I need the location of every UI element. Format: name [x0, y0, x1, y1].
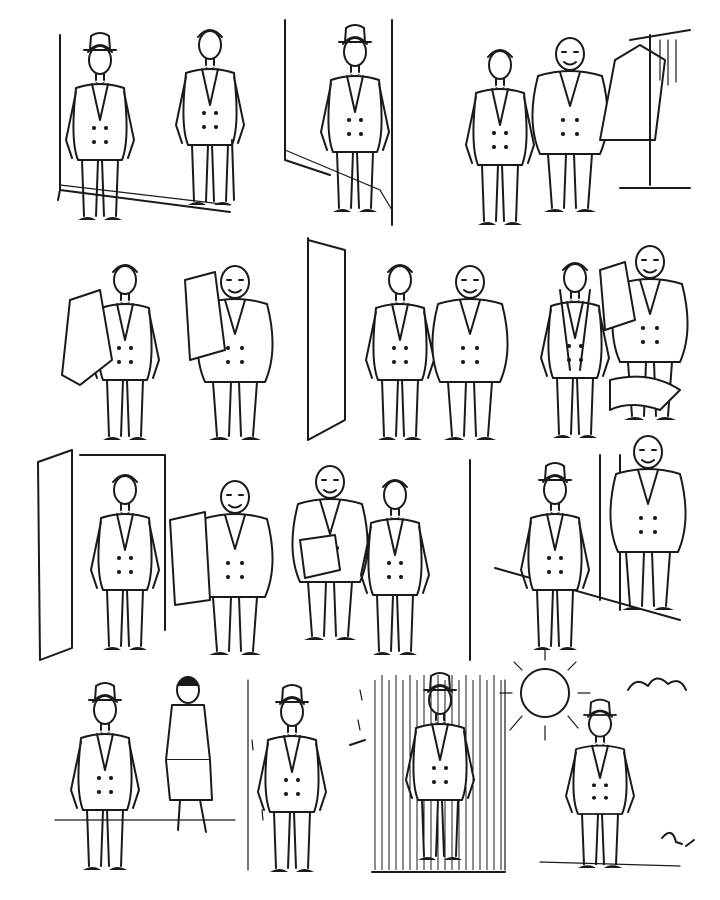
sun-icon — [499, 649, 591, 741]
panel-1-customer-meets-tailor — [57, 29, 245, 221]
panel-7-fitting-door — [37, 449, 274, 661]
panel-13-shrunk-in-sun — [499, 649, 695, 869]
artist-signature-mark — [661, 831, 695, 847]
panel-2-customer-enters-shop — [284, 19, 393, 226]
woman-figure — [165, 676, 213, 833]
panel-12-downpour — [371, 672, 506, 873]
panel-4-undressing — [61, 264, 274, 441]
panel-5-fitting-mirror — [307, 237, 509, 441]
panel-separators — [247, 679, 506, 871]
panel-6-back-view — [540, 245, 689, 439]
panel-3-tailor-shows-suit — [465, 29, 691, 226]
panel-8-presents-suit — [291, 459, 471, 661]
panel-9-leaves-shop — [494, 435, 687, 651]
panel-10-walking-past-woman — [54, 676, 236, 871]
panel-11-checks-rain — [251, 684, 366, 873]
